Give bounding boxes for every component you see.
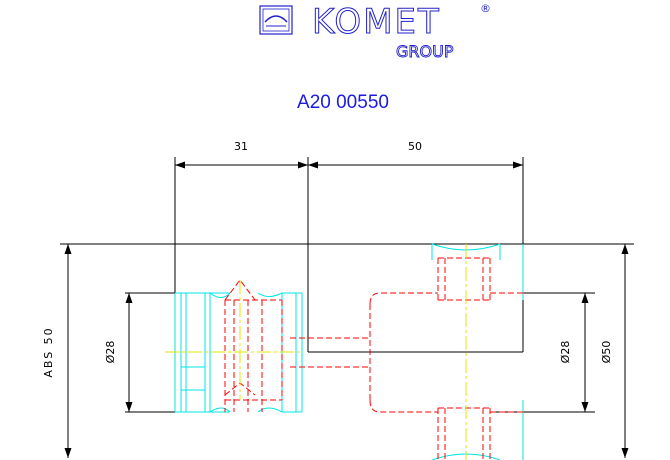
registered-mark: ®	[480, 2, 491, 15]
hidden-lines	[224, 257, 523, 460]
abs-label: ABS 50	[42, 326, 55, 377]
right-dia28-label: Ø28	[559, 341, 572, 364]
logo-brand-text: KOMET	[312, 2, 441, 42]
dim-label-50: 50	[408, 140, 422, 153]
dim-label-31: 31	[234, 140, 248, 153]
reference-lines	[60, 243, 634, 413]
komet-logo: KOMET ® GROUP	[259, 2, 491, 61]
top-dimensions	[174, 157, 524, 352]
left-dia28-label: Ø28	[104, 341, 117, 364]
komet-emblem-icon	[259, 5, 293, 35]
center-lines	[165, 244, 467, 460]
part-number: A20 00550	[297, 92, 389, 113]
logo-group-text: GROUP	[396, 42, 454, 61]
dia50-label: Ø50	[600, 341, 613, 364]
